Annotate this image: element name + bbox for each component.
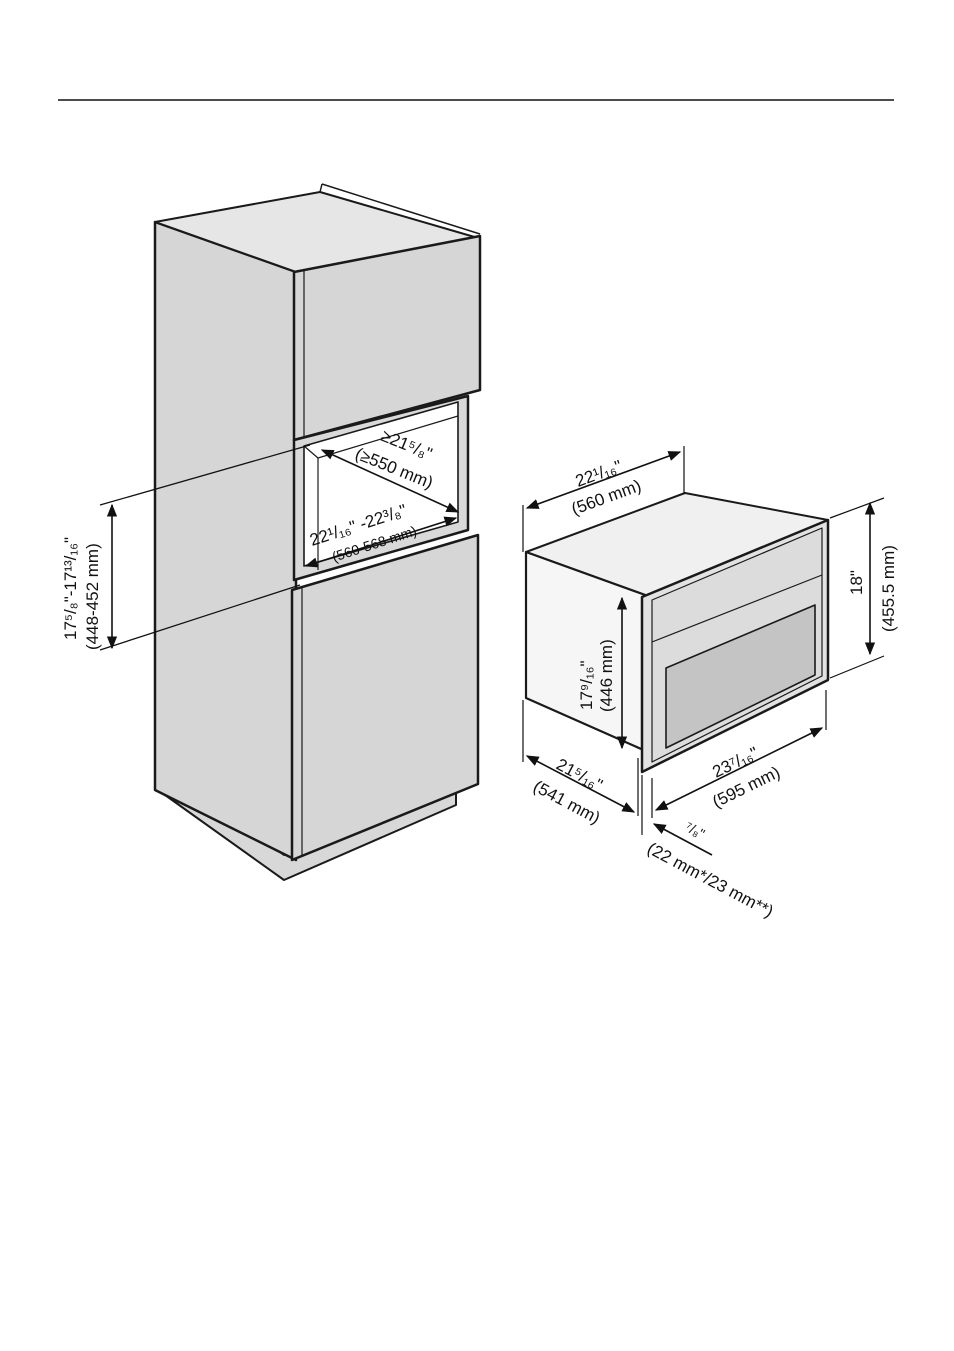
appliance-total-height-mm: (455.5 mm) [879,545,898,632]
niche-height-mm: (448-452 mm) [83,543,102,650]
niche-height-inch: 17⁵/₈"-17¹³/₁₆" [61,537,80,640]
lower-door [292,535,478,860]
appliance [526,493,828,772]
appliance-total-height-dimension: 18" (455.5 mm) [830,498,898,678]
front-thickness-mm: (22 mm*/23 mm**) [644,839,776,921]
cabinet-side-panel [155,222,296,860]
appliance-body-height-inch: 17⁹/₁₆" [577,660,596,710]
appliance-total-height-inch: 18" [847,570,866,595]
front-thickness-inch: ⁷/₈" [683,819,708,842]
front-thickness-dimension: ⁷/₈" (22 mm*/23 mm**) [642,775,776,921]
appliance-body-height-mm: (446 mm) [597,639,616,712]
